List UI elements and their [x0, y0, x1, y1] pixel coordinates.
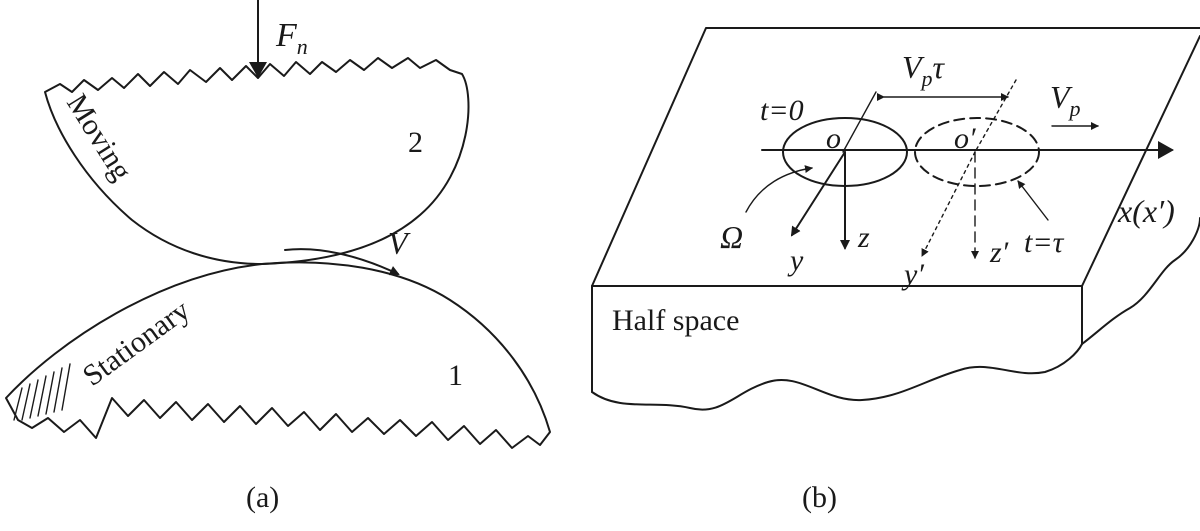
- half-space-block: [591, 27, 1200, 411]
- contact-ellipse-ttau: [914, 117, 1040, 187]
- t-tau-pointer: [1017, 180, 1049, 221]
- caption-a: (a): [246, 481, 279, 514]
- vp-label: Vp: [1050, 79, 1081, 121]
- origin-prime-label: o′: [954, 122, 976, 155]
- stationary-label: Stationary: [77, 293, 196, 392]
- front-wavy-bottom: [591, 343, 1083, 411]
- moving-body-outline: [44, 57, 470, 265]
- velocity-arrow: [284, 248, 400, 276]
- body-1-label: 1: [448, 359, 463, 392]
- t0-label: t=0: [760, 94, 804, 127]
- z-prime-label: z′: [989, 236, 1009, 269]
- y-prime-label: y′: [901, 258, 924, 291]
- origin-label: o: [826, 122, 841, 155]
- reference-line-o: [842, 91, 877, 153]
- omega-label: Ω: [720, 219, 743, 255]
- y-axis-label: y: [787, 244, 804, 277]
- moving-label: Moving: [60, 88, 138, 186]
- reference-line-o-prime: [974, 79, 1017, 153]
- stationary-body-outline: [5, 261, 551, 449]
- half-space-label: Half space: [612, 304, 739, 337]
- y-prime-axis: [921, 151, 976, 257]
- z-axis-label: z: [857, 221, 870, 254]
- omega-pointer: [745, 165, 813, 213]
- fixed-support-hatching: [13, 363, 71, 421]
- force-label: Fn: [275, 17, 308, 59]
- side-wavy-edge: [1081, 217, 1200, 345]
- caption-b: (b): [802, 481, 837, 514]
- right-top-edge: [1081, 35, 1200, 287]
- vp-tau-label: Vpτ: [902, 49, 946, 91]
- x-axis-label: x(x′): [1117, 193, 1175, 229]
- panel-a: Fn V Moving Stationary 2 1 (a): [5, 0, 551, 514]
- panel-b: Half space x(x′) Vpτ Vp t=0 o o′ y z: [591, 27, 1200, 514]
- velocity-label: V: [388, 225, 411, 261]
- y-axis: [790, 151, 846, 237]
- body-2-label: 2: [408, 126, 423, 159]
- top-face: [591, 27, 1200, 287]
- t-tau-label: t=τ: [1024, 226, 1065, 259]
